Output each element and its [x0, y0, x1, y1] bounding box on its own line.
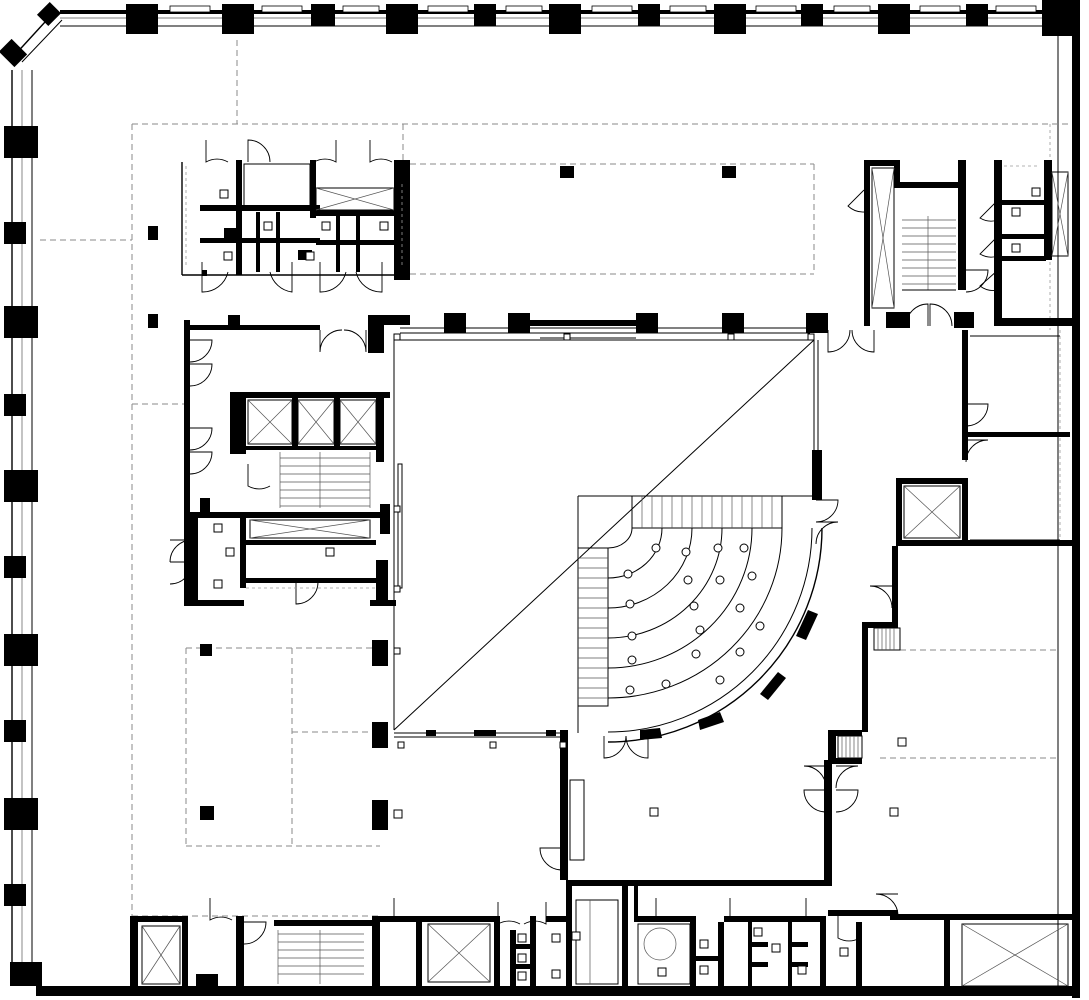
toilet-block-nw: [181, 139, 410, 293]
top-facade-piers: [126, 0, 1080, 36]
north-partition: [148, 166, 875, 353]
east-wing: [828, 546, 1072, 920]
core-west: [169, 320, 403, 606]
right-wall: [1072, 10, 1080, 998]
columns: [200, 170, 815, 820]
south-services: [130, 886, 1069, 992]
dashed-grid: [40, 40, 1068, 917]
auditorium: [577, 495, 839, 759]
left-facade-piers: [4, 126, 42, 986]
bottom-wall: [36, 986, 1080, 996]
south-hall: [393, 730, 907, 886]
atrium: [372, 339, 822, 830]
core-east: [847, 160, 1072, 546]
